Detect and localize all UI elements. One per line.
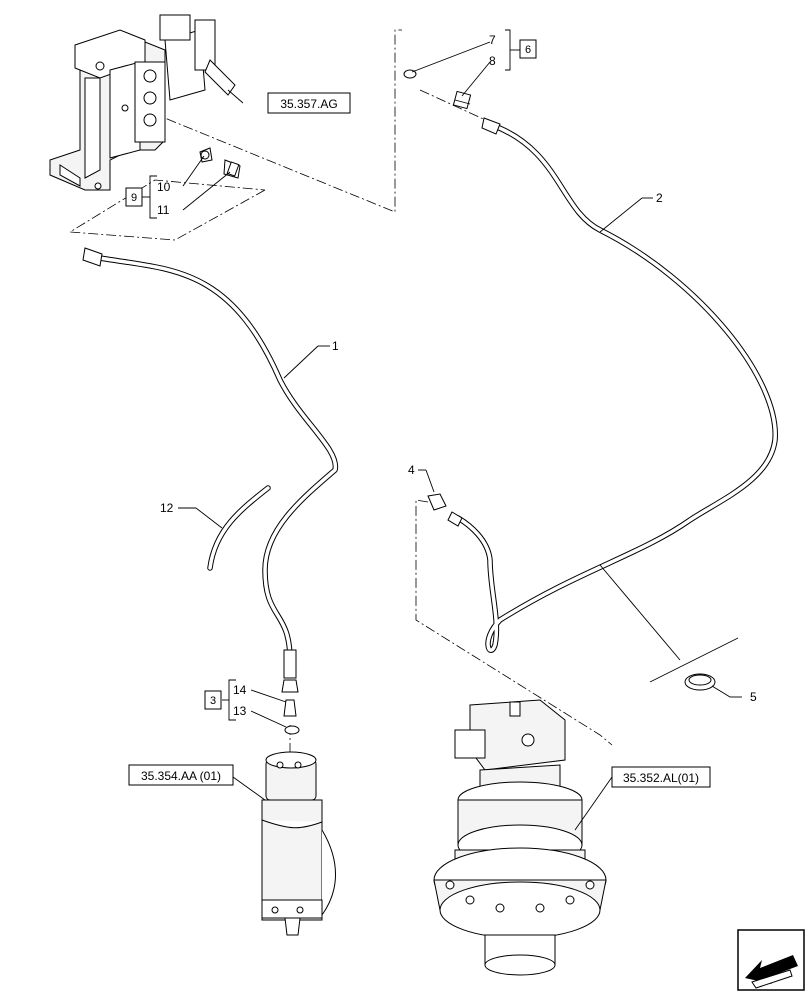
callout-13: 13 bbox=[233, 704, 247, 718]
reference-motor-label: 35.352.AL(01) bbox=[623, 771, 699, 785]
callout-7: 7 bbox=[489, 33, 496, 47]
callout-1: 1 bbox=[332, 339, 339, 353]
callout-12: 12 bbox=[160, 501, 174, 515]
reference-motor[interactable]: 35.352.AL(01) bbox=[611, 766, 711, 788]
callout-10: 10 bbox=[157, 180, 171, 194]
hose-1 bbox=[82, 247, 339, 679]
group-box-9[interactable]: 9 bbox=[125, 187, 143, 207]
callout-4: 4 bbox=[408, 463, 415, 477]
leader-lines bbox=[178, 41, 742, 831]
callouts: 7 8 10 11 2 1 12 4 5 14 13 bbox=[157, 33, 757, 718]
control-valve-assembly bbox=[49, 14, 236, 191]
reference-swivel[interactable]: 35.354.AA (01) bbox=[128, 764, 234, 786]
hose-clamp bbox=[684, 673, 716, 691]
group-box-9-label: 9 bbox=[131, 192, 137, 204]
group-box-3[interactable]: 3 bbox=[204, 690, 222, 710]
group-box-6[interactable]: 6 bbox=[519, 39, 537, 59]
callout-8: 8 bbox=[489, 54, 496, 68]
swivel-joint bbox=[261, 751, 336, 936]
hose-2 bbox=[447, 117, 778, 653]
callout-14: 14 bbox=[233, 683, 247, 697]
hose-12 bbox=[207, 485, 271, 571]
back-arrow-icon[interactable] bbox=[737, 929, 805, 991]
group-box-6-label: 6 bbox=[525, 44, 531, 56]
reference-valve-label: 35.357.AG bbox=[280, 97, 337, 111]
callout-5: 5 bbox=[750, 690, 757, 704]
callout-2: 2 bbox=[656, 191, 663, 205]
reference-swivel-label: 35.354.AA (01) bbox=[141, 769, 221, 783]
elbow-fitting bbox=[427, 493, 447, 511]
swivel-fittings bbox=[281, 679, 300, 735]
valve-fittings bbox=[199, 147, 241, 179]
group-brackets bbox=[142, 29, 520, 721]
reference-valve[interactable]: 35.357.AG bbox=[267, 92, 351, 114]
motor-fittings bbox=[403, 69, 472, 110]
group-box-3-label: 3 bbox=[210, 695, 216, 707]
callout-11: 11 bbox=[157, 203, 170, 217]
swing-motor bbox=[433, 699, 607, 976]
